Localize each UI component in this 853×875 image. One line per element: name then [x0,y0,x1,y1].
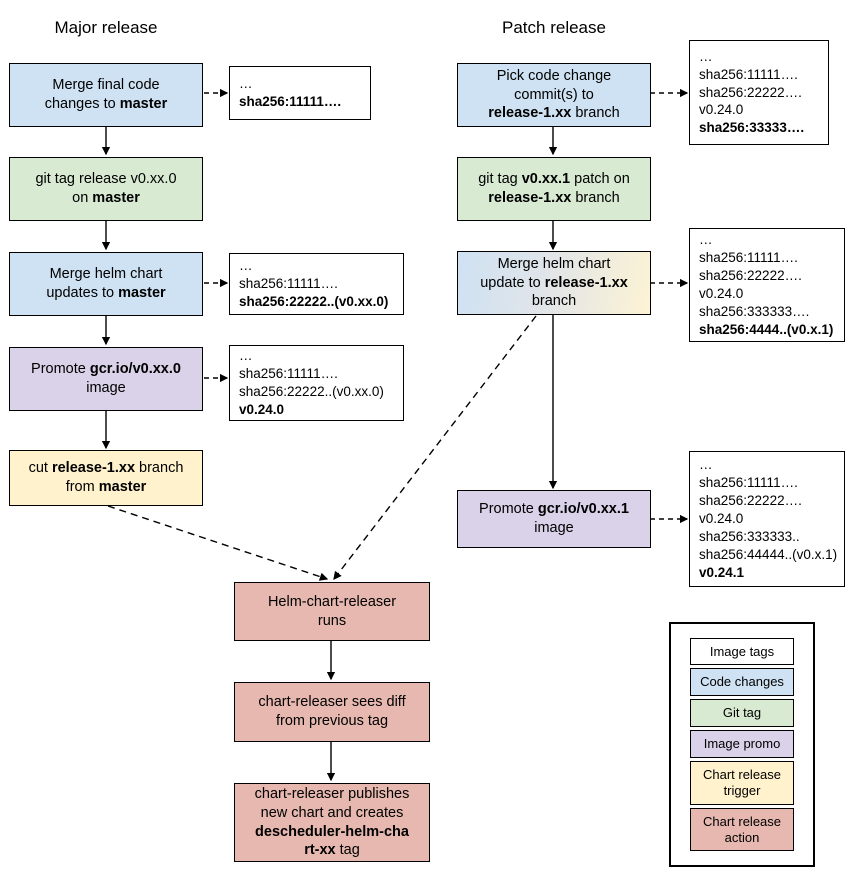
node-line: patch on [570,171,630,188]
tagbox-major-promote-image: … sha256:11111…. sha256:22222..(v0.xx.0) v0… [229,345,404,421]
tagbox-line: sha256:333333…. [699,303,810,319]
tagbox-line: sha256:22222…. [699,493,802,509]
node-line: branch [571,105,620,122]
node-line: Promote [31,361,90,378]
node-emphasis: gcr.io/v0.xx.0 [89,361,181,378]
tagbox-line: … [239,76,254,92]
node-emphasis: v0.xx.1 [521,171,571,188]
node-line: git tag release v0.xx.0 [35,171,177,188]
tagbox-line: sha256:333333.. [699,528,800,544]
node-line: git tag [478,171,522,188]
legend-panel: Image tags Code changes Git tag Image pr… [669,622,815,867]
node-merge-helm-chart-updates-master[interactable]: Merge helm chart updates to master [9,252,203,316]
node-chart-releaser-sees-diff[interactable]: chart-releaser sees diff from previous t… [234,682,430,742]
node-git-tag-patch[interactable]: git tag v0.xx.1 patch on release-1.xx br… [457,157,651,221]
node-line: tag [335,842,360,859]
tagbox-line: sha256:22222..(v0.xx.0) [239,293,389,309]
node-line: Merge final code [52,77,160,94]
legend-item-image-tags: Image tags [690,637,794,666]
tagbox-line: … [239,258,254,274]
node-line: Promote [479,501,538,518]
node-emphasis: release-1.xx [488,105,572,122]
tagbox-line: … [699,232,714,248]
tagbox-line: sha256:11111…. [239,366,338,382]
tagbox-line: sha256:4444..(v0.x.1) [699,321,834,337]
tagbox-patch-pick-commits: … sha256:11111…. sha256:22222…. v0.24.0 sha2… [689,40,829,145]
edge-cutbranch-to-chartreleaser [107,505,329,581]
node-line: on [72,190,93,206]
tagbox-line: sha256:11111…. [239,94,342,109]
node-emphasis: descheduler-helm-cha [255,823,409,840]
node-merge-helm-chart-update-release-branch[interactable]: Merge helm chart update to release-1.xx … [457,251,651,315]
tagbox-line: sha256:44444..(v0.x.1) [699,546,838,562]
node-line: chart-releaser publishes [254,785,410,802]
node-pick-code-change-commits[interactable]: Pick code change commit(s) to release-1.… [457,63,651,127]
node-cut-release-branch[interactable]: cut release-1.xx branch from master [9,450,203,506]
node-line: Helm-chart-releaser [267,593,397,610]
tagbox-line: sha256:11111…. [699,475,798,491]
node-git-tag-release-major[interactable]: git tag release v0.xx.0 on master [9,157,203,221]
legend-item-git-tag: Git tag [690,699,794,728]
tagbox-line: sha256:22222…. [699,268,802,284]
node-emphasis: release-1.xx [51,460,136,477]
node-line: cut [28,460,52,477]
tagbox-line: v0.24.1 [699,564,745,580]
legend-item-image-promo: Image promo [690,730,794,758]
node-emphasis: master [119,96,168,112]
node-line: image [534,520,574,536]
node-line: new chart and creates [260,804,404,821]
tagbox-major-merge-final-code: … sha256:11111…. [229,66,371,120]
node-emphasis: master [98,479,147,495]
node-line: branch [571,190,620,206]
node-line: changes to [44,96,120,112]
node-line: Merge helm chart [49,266,163,283]
tagbox-major-helm-chart-updates: … sha256:11111….sha256:22222..(v0.xx.0) [229,253,404,315]
tagbox-line: sha256:22222..(v0.xx.0) [239,384,384,399]
legend-item-code-changes: Code changes [690,668,794,697]
node-promote-image-major[interactable]: Promote gcr.io/v0.xx.0 image [9,347,203,411]
patch-release-title: Patch release [502,18,606,37]
node-line: from previous tag [275,713,389,729]
node-line: updates to [46,285,119,301]
tagbox-line: sha256:11111…. [699,250,798,266]
node-merge-final-code-changes[interactable]: Merge final code changes to master [9,63,203,127]
tagbox-line: … [699,457,714,473]
legend-item-chart-release-trigger: Chart release trigger [690,761,794,805]
tagbox-line: sha256:22222…. [699,84,802,100]
node-line: commit(s) to [514,86,594,103]
tagbox-line: v0.24.0 [239,401,285,417]
legend-item-chart-release-action: Chart release action [690,807,794,852]
node-emphasis: gcr.io/v0.xx.1 [537,501,629,518]
major-release-title: Major release [54,18,158,37]
tagbox-line: sha256:11111…. [239,276,338,292]
tagbox-line: v0.24.0 [699,102,744,118]
tagbox-line: sha256:33333…. [699,120,805,136]
node-line: Merge helm chart [497,255,611,272]
tagbox-line: … [239,348,254,364]
tagbox-line: v0.24.0 [699,511,744,527]
tagbox-line: sha256:11111…. [699,66,798,82]
node-line: image [86,380,126,396]
node-line: branch [135,460,184,477]
node-line: Pick code change [496,67,612,84]
node-emphasis: master [92,190,140,206]
node-emphasis: rt-xx [304,842,336,859]
node-promote-image-patch[interactable]: Promote gcr.io/v0.xx.1 image [457,490,651,548]
node-line: from [65,479,99,495]
node-line: chart-releaser sees diff [258,694,406,711]
node-line: runs [317,612,347,629]
tagbox-line: … [699,48,714,64]
tagbox-line: v0.24.0 [699,286,744,301]
tagbox-patch-helm-chart-update: … sha256:11111…. sha256:22222…. v0.24.0 sha2… [689,228,845,342]
node-emphasis: release-1.xx [544,274,628,291]
node-chart-releaser-publishes[interactable]: chart-releaser publishes new chart and c… [234,783,430,862]
node-helm-chart-releaser-runs[interactable]: Helm-chart-releaser runs [234,582,430,641]
node-line: update to [480,274,545,291]
node-line: branch [531,293,577,310]
node-emphasis: release-1.xx [488,190,572,206]
node-emphasis: master [118,285,166,301]
